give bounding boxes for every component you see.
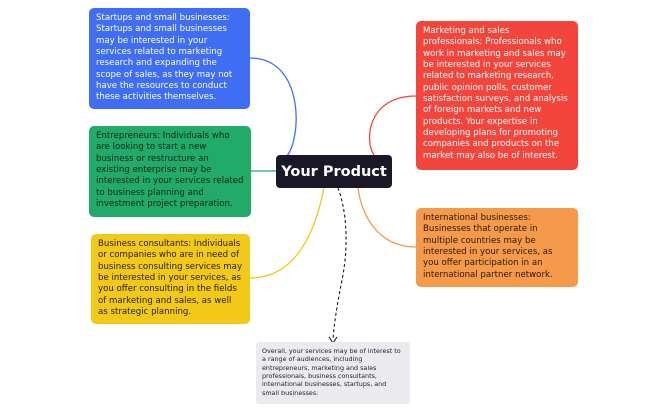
node-international: International businesses: Businesses tha… — [416, 208, 578, 287]
node-marketing: Marketing and sales professionals: Profe… — [416, 21, 578, 170]
central-node: Your Product — [276, 155, 392, 188]
summary-note-text: Overall, your services may be of interes… — [262, 347, 401, 397]
node-marketing-text: Marketing and sales professionals: Profe… — [423, 26, 568, 161]
node-startups: Startups and small businesses: Startups … — [89, 8, 250, 109]
link-summary — [332, 187, 347, 340]
summary-note: Overall, your services may be of interes… — [256, 342, 410, 404]
node-consultants: Business consultants: Individuals or com… — [91, 234, 250, 324]
link-consultants — [249, 187, 325, 279]
node-consultants-text: Business consultants: Individuals or com… — [98, 239, 243, 318]
link-startups — [249, 57, 297, 158]
node-entrepreneurs: Entrepreneurs: Individuals who are looki… — [89, 126, 251, 217]
node-startups-text: Startups and small businesses: Startups … — [96, 13, 233, 103]
link-international — [357, 187, 417, 248]
link-marketing — [368, 95, 417, 156]
node-entrepreneurs-text: Entrepreneurs: Individuals who are looki… — [96, 131, 244, 210]
central-node-label: Your Product — [281, 163, 387, 180]
node-international-text: International businesses: Businesses tha… — [423, 213, 553, 280]
